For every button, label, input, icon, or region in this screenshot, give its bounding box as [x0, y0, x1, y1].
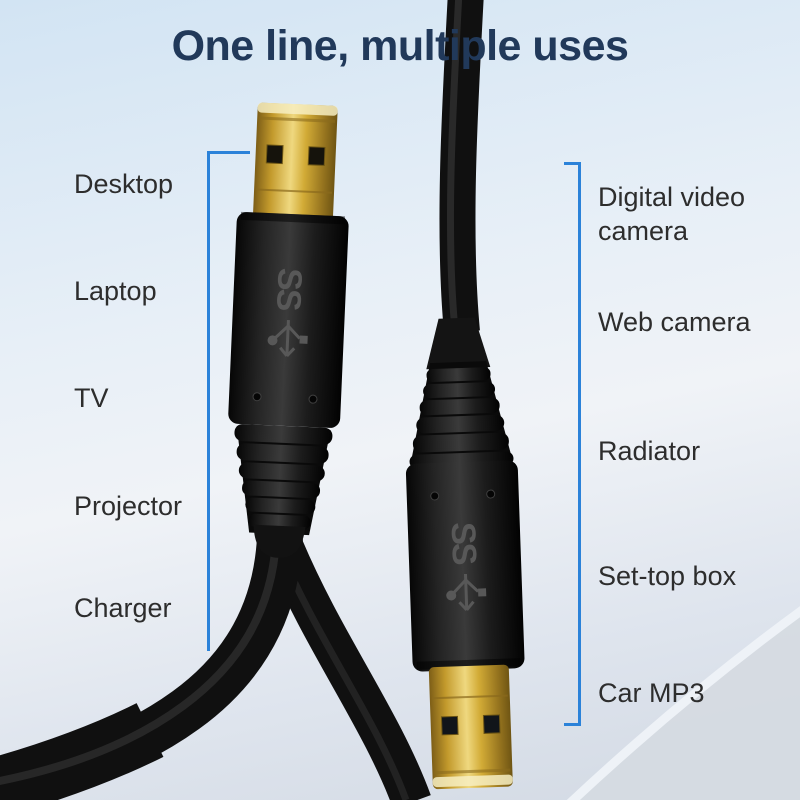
- cable-left: [0, 536, 303, 800]
- strain-relief-left: [234, 424, 333, 558]
- label-tv: TV: [74, 383, 109, 413]
- label-radiator: Radiator: [598, 436, 701, 466]
- label-car-mp3: Car MP3: [598, 678, 705, 708]
- strain-relief-right: [409, 361, 514, 469]
- left-bracket-line: [207, 151, 250, 651]
- banner-title: One line, multiple uses: [171, 22, 629, 70]
- label-desktop: Desktop: [74, 169, 174, 199]
- gold-plug-right: [428, 664, 513, 790]
- label-laptop: Laptop: [74, 276, 157, 306]
- label-projector: Projector: [74, 491, 183, 521]
- label-digital-video-camera: Digital video camera: [598, 182, 746, 246]
- label-charger: Charger: [74, 593, 172, 623]
- left-usb-connector: [228, 102, 349, 558]
- cable-crossing: [265, 540, 431, 800]
- connector-body-right: [405, 460, 525, 672]
- right-bracket-line: [564, 162, 581, 726]
- right-usb-connector: [405, 317, 525, 790]
- gold-plug-left: [253, 102, 338, 222]
- label-web-camera: Web camera: [598, 307, 751, 337]
- cable-right: [439, 0, 484, 334]
- background-arc: [566, 606, 800, 800]
- label-set-top-box: Set-top box: [598, 561, 737, 591]
